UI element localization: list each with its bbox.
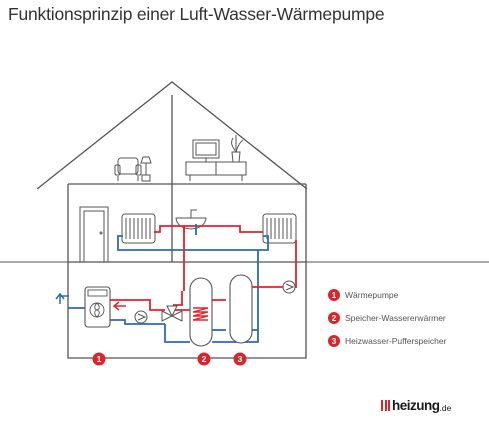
valve-up	[173, 291, 183, 306]
pump-to-radiator	[294, 240, 297, 288]
logo-mark-icon	[381, 400, 390, 411]
sink-icon	[175, 209, 207, 230]
tank-icon	[189, 277, 213, 347]
return-to-tank	[164, 324, 190, 343]
marker-3-number: 3	[238, 354, 243, 364]
supply-pipe-right	[184, 225, 263, 233]
valve-icon	[161, 305, 183, 322]
heating-pipes-upper	[117, 224, 269, 343]
roof-outer	[36, 81, 308, 190]
legend-label: Wärmepumpe	[345, 290, 399, 300]
air-out-arrow	[55, 292, 69, 304]
legend-number-badge: 1	[328, 289, 340, 301]
marker-1-number: 1	[97, 354, 102, 364]
riser-cold	[212, 250, 259, 343]
heizung-logo[interactable]: heizung .de	[381, 398, 451, 413]
house-outline	[36, 81, 308, 359]
door-icon	[79, 206, 109, 263]
pump-icon	[134, 310, 148, 324]
system-pipes	[68, 240, 297, 343]
radiator-icon	[121, 213, 156, 244]
legend-label: Speicher-Wassererwärmer	[345, 313, 446, 323]
marker-1: 1	[92, 352, 106, 366]
logo-text: heizung	[392, 398, 440, 413]
legend-label: Heizwasser-Pufferspeicher	[345, 336, 447, 346]
marker-3: 3	[233, 352, 247, 366]
house-walls	[67, 184, 307, 359]
marker-2: 2	[197, 352, 211, 366]
hp-supply	[110, 299, 165, 311]
legend-item-3: 3 Heizwasser-Pufferspeicher	[328, 331, 446, 351]
tv-icon	[192, 139, 220, 162]
fan-icon	[89, 302, 105, 318]
legend-item-1: 1 Wärmepumpe	[328, 285, 446, 305]
hp-return	[110, 319, 165, 325]
lamp-icon	[140, 156, 152, 182]
legend-number-badge: 2	[328, 312, 340, 324]
page-title: Funktionsprinzip einer Luft-Wasser-Wärme…	[8, 4, 385, 24]
supply-pipe-left	[154, 225, 185, 233]
plant-icon	[231, 135, 244, 163]
sideboard-icon	[185, 161, 247, 181]
heat-pump-unit	[84, 286, 111, 328]
tank-icon	[229, 274, 253, 344]
return-pipe-upper	[117, 235, 269, 251]
logo-suffix: .de	[439, 402, 452, 413]
air-in-arrow	[112, 301, 126, 311]
legend-number-badge: 3	[328, 335, 340, 347]
radiator-icon	[262, 213, 297, 244]
marker-2-number: 2	[202, 354, 207, 364]
legend: 1 Wärmepumpe 2 Speicher-Wassererwärmer 3…	[328, 285, 446, 354]
legend-item-2: 2 Speicher-Wassererwärmer	[328, 308, 446, 328]
armchair-icon	[114, 157, 142, 181]
pump-icon	[282, 280, 296, 294]
